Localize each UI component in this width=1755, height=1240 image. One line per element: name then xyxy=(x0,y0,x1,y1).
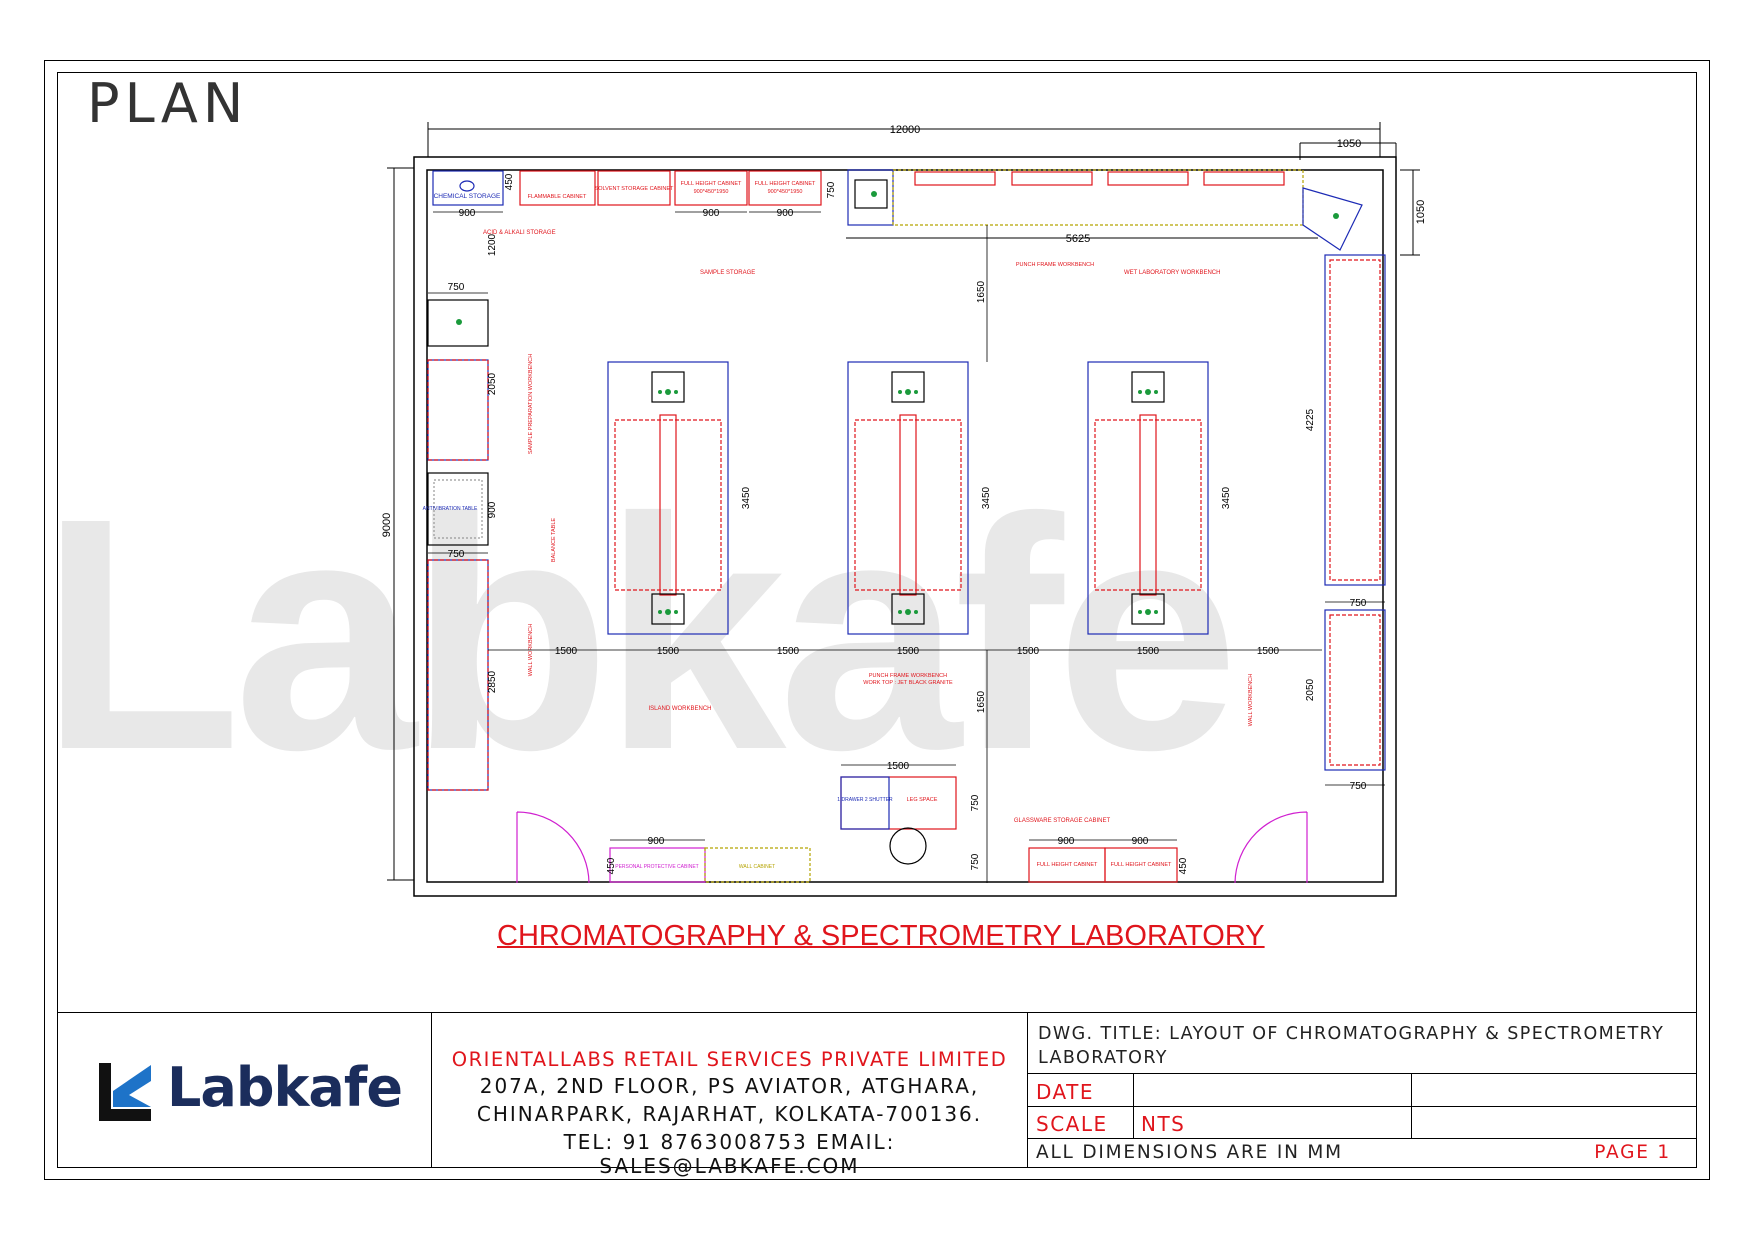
solvent-storage-label: SOLVENT STORAGE CABINET xyxy=(595,186,674,192)
leg-space-label: LEG SPACE xyxy=(907,797,938,803)
dim-left-width-1: 750 xyxy=(448,282,465,293)
lab-title: CHROMATOGRAPHY & SPECTROMETRY LABORATORY xyxy=(497,920,1265,952)
wall-workbench-right: WALL WORKBENCH xyxy=(1248,674,1254,726)
sheet-inner-border xyxy=(57,72,1697,1168)
dim-top-run: 5625 xyxy=(1066,233,1090,245)
sample-prep-label: SAMPLE PREPARATION WORKBENCH xyxy=(528,354,534,454)
logo-text: Labkafe xyxy=(167,1056,403,1119)
dim-aisle-3: 1500 xyxy=(1017,646,1040,657)
dim-overall-depth: 9000 xyxy=(381,513,393,537)
logo-cell: Labkafe xyxy=(57,1013,432,1168)
full-height-cabinet-label-2: FULL HEIGHT CABINET xyxy=(755,181,816,187)
flammable-cabinet-label: FLAMMABLE CABINET xyxy=(528,194,587,200)
address-line-2: CHINARPARK, RAJARHAT, KOLKATA-700136. xyxy=(476,1102,983,1126)
left-wall-units xyxy=(427,299,489,791)
drawer-shutter-label: 1 DRAWER 2 SHUTTER xyxy=(837,797,893,803)
bottom-units xyxy=(516,776,1308,884)
dim-bottom-cab-3: 900 xyxy=(1132,836,1149,847)
wall-cabinet-label: WALL CABINET xyxy=(739,864,775,870)
island-workbench-label: ISLAND WORKBENCH xyxy=(648,706,711,712)
dim-top-right-width: 1050 xyxy=(1337,138,1361,150)
anti-vibration-label: ANTIVIBRATION TABLE xyxy=(423,506,478,512)
sheet-outer-border xyxy=(44,60,1710,1180)
dim-cabinet-a: 900 xyxy=(459,208,476,219)
dim-island-width-3: 1500 xyxy=(1137,646,1160,657)
island-workbenches xyxy=(607,361,1209,635)
drawing-info-cell: DWG. TITLE: LAYOUT OF CHROMATOGRAPHY & S… xyxy=(1028,1013,1697,1168)
dim-island-gap-top: 1650 xyxy=(976,280,987,303)
dim-island-length-2: 3450 xyxy=(981,486,992,509)
title-block: Labkafe ORIENTALLABS RETAIL SERVICES PRI… xyxy=(57,1012,1697,1178)
dim-bottom-cab-1: 900 xyxy=(648,836,665,847)
dim-bottom-table-depth: 750 xyxy=(970,794,981,811)
dim-left-depth-1: 1200 xyxy=(487,233,498,256)
dim-right-run-2: 2050 xyxy=(1305,678,1316,701)
sink-taps xyxy=(456,191,1339,615)
dim-cabinet-b: 900 xyxy=(703,208,720,219)
dim-bottom-cab-2: 900 xyxy=(1058,836,1075,847)
dim-island-length-3: 3450 xyxy=(1221,486,1232,509)
col-divider-2 xyxy=(1411,1073,1412,1138)
dim-top-right-depth: 1050 xyxy=(1415,200,1427,224)
drawing-title: DWG. TITLE: LAYOUT OF CHROMATOGRAPHY & S… xyxy=(1038,1024,1665,1068)
scale-value: NTS xyxy=(1141,1112,1186,1136)
full-height-size-2: 900*450*1950 xyxy=(768,189,803,195)
row-divider-2 xyxy=(1028,1106,1697,1107)
dim-wall-depth-top-2: 750 xyxy=(826,181,837,198)
labkafe-logo-icon xyxy=(99,1063,151,1121)
top-left-units xyxy=(432,170,822,206)
dim-left-run-3: 2850 xyxy=(487,670,498,693)
full-height-size-1: 900*450*1950 xyxy=(694,189,729,195)
all-dimensions-note: ALL DIMENSIONS ARE IN MM xyxy=(1036,1142,1343,1163)
dim-bottom-depth-2: 750 xyxy=(970,853,981,870)
balance-table-label: BALANCE TABLE xyxy=(551,518,557,562)
dim-island-width-1: 1500 xyxy=(657,646,680,657)
dim-aisle-2: 1500 xyxy=(777,646,800,657)
dim-bottom-depth-3: 450 xyxy=(606,857,617,874)
page-number: PAGE 1 xyxy=(1594,1142,1671,1163)
date-label: DATE xyxy=(1036,1080,1095,1104)
bench-spec-middle: PUNCH FRAME WORKBENCH xyxy=(869,673,947,679)
bench-spec-top: PUNCH FRAME WORKBENCH xyxy=(1016,262,1094,268)
full-height-cabinet-label-1: FULL HEIGHT CABINET xyxy=(681,181,742,187)
scale-label: SCALE xyxy=(1036,1112,1108,1136)
address-line-1: 207A, 2ND FLOOR, PS AVIATOR, ATGHARA, xyxy=(479,1074,980,1098)
acid-alkali-label: ACID & ALKALI STORAGE xyxy=(483,230,556,236)
right-wall-units xyxy=(1324,254,1386,771)
full-height-cabinet-label-3: FULL HEIGHT CABINET xyxy=(1037,862,1098,868)
sample-storage-label: SAMPLE STORAGE xyxy=(700,270,755,276)
ppe-cabinet-label: PERSONAL PROTECTIVE CABINET xyxy=(615,864,698,870)
address-cell: ORIENTALLABS RETAIL SERVICES PRIVATE LIM… xyxy=(432,1013,1028,1178)
dim-left-width-2: 750 xyxy=(448,549,465,560)
col-divider-1 xyxy=(1133,1073,1134,1138)
dimension-lines xyxy=(387,122,1420,881)
dim-island-width-2: 1500 xyxy=(897,646,920,657)
dim-right-width-1: 750 xyxy=(1350,598,1367,609)
worktop-middle: WORK TOP : JET BLACK GRANITE xyxy=(863,680,953,686)
chemical-storage-label: CHEMICAL STORAGE xyxy=(434,193,501,200)
dim-left-run-1: 2050 xyxy=(487,372,498,395)
dim-overall-width: 12000 xyxy=(890,124,921,136)
dim-bottom-depth-4: 450 xyxy=(1178,857,1189,874)
dim-left-run-2: 900 xyxy=(487,501,498,518)
dim-island-gap-bottom: 1650 xyxy=(976,690,987,713)
address-line-3: TEL: 91 8763008753 EMAIL: SALES@LABKAFE.… xyxy=(563,1130,896,1178)
row-divider-1 xyxy=(1028,1073,1697,1074)
company-name: ORIENTALLABS RETAIL SERVICES PRIVATE LIM… xyxy=(451,1048,1008,1071)
dim-right-run-1: 4225 xyxy=(1305,408,1316,431)
dim-cabinet-c: 900 xyxy=(777,208,794,219)
dim-right-width-2: 750 xyxy=(1350,781,1367,792)
wet-lab-label: WET LABORATORY WORKBENCH xyxy=(1124,270,1220,276)
plan-heading: PLAN xyxy=(87,72,249,135)
dim-bottom-table-width: 1500 xyxy=(887,761,910,772)
dim-wall-depth-top: 450 xyxy=(504,173,515,190)
row-divider-3 xyxy=(1028,1138,1697,1139)
dim-island-length-1: 3450 xyxy=(741,486,752,509)
dim-aisle-4: 1500 xyxy=(1257,646,1280,657)
dim-aisle-1: 1500 xyxy=(555,646,578,657)
wet-lab-workbench xyxy=(847,169,1363,251)
full-height-cabinet-label-4: FULL HEIGHT CABINET xyxy=(1111,862,1172,868)
glassware-storage-label: GLASSWARE STORAGE CABINET xyxy=(1014,818,1111,824)
